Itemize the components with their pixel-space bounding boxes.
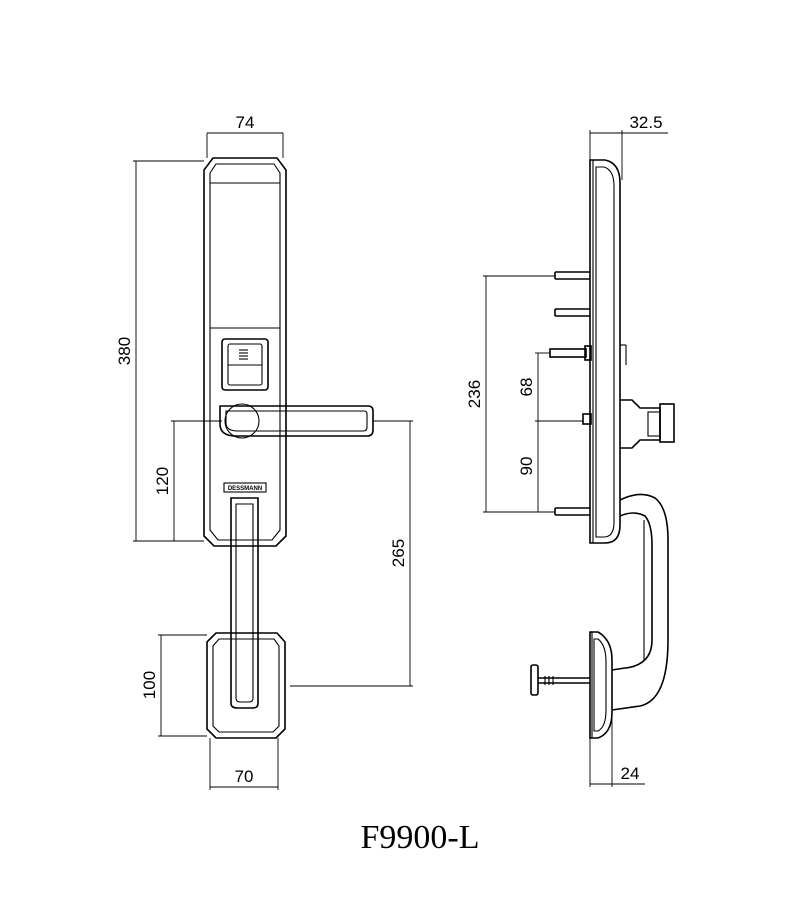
spindle-1: [554, 271, 590, 280]
dim-screw-span-label: 236: [465, 380, 484, 408]
side-plate-outline: [589, 159, 621, 544]
dim-depth-bottom-label: 24: [621, 764, 640, 783]
side-thumb-turn: [530, 664, 590, 696]
front-plate-inner: [209, 163, 281, 541]
dim-bottom-plate-height: 100: [140, 634, 207, 737]
brand-logo: DESSMANN: [223, 482, 267, 493]
dim-bottom-plate-height-label: 100: [140, 671, 159, 699]
dim-upper-offset: 68: [517, 352, 583, 422]
dim-depth-bottom: 24: [589, 712, 645, 787]
dim-screw-span: 236: [465, 275, 555, 513]
brand-logo-text: DESSMANN: [228, 486, 262, 492]
pull-handle: [230, 497, 259, 709]
model-label: F9900-L: [361, 819, 480, 856]
spindle-4: [582, 413, 592, 425]
side-lever-knob: [620, 344, 675, 449]
front-view: DESSMANN 74 380: [115, 113, 413, 790]
lever-handle: [219, 403, 374, 439]
dim-upper-offset-label: 68: [517, 378, 536, 397]
spindle-3: [549, 345, 592, 361]
dim-bottom-plate-width: 70: [209, 738, 279, 790]
side-view: 32.5 236 68 90 24: [465, 113, 675, 787]
side-pull-handle: [611, 493, 669, 711]
dim-depth-top: 32.5: [589, 113, 668, 180]
side-lower-rose: [589, 631, 613, 739]
dim-height-total: 380: [115, 160, 204, 542]
dim-lever-to-bottom: 120: [153, 420, 222, 541]
spindle-2: [554, 308, 590, 317]
dim-width-top-label: 74: [236, 113, 255, 132]
dim-lower-offset: 90: [517, 421, 539, 512]
side-plate-inner: [595, 166, 615, 538]
dim-lever-to-bottom-label: 120: [153, 467, 172, 495]
spindle-5: [554, 507, 590, 516]
dim-lever-to-handle-bottom: 265: [290, 420, 413, 687]
front-plate-outline: [203, 157, 287, 547]
dim-lower-offset-label: 90: [517, 457, 536, 476]
dim-lever-to-handle-bottom-label: 265: [389, 539, 408, 567]
dim-depth-top-label: 32.5: [629, 113, 662, 132]
dim-height-total-label: 380: [115, 337, 134, 365]
fingerprint-reader: [221, 338, 269, 391]
dim-bottom-plate-width-label: 70: [235, 767, 254, 786]
bottom-plate: [206, 632, 286, 739]
dim-width-top: 74: [206, 113, 284, 158]
